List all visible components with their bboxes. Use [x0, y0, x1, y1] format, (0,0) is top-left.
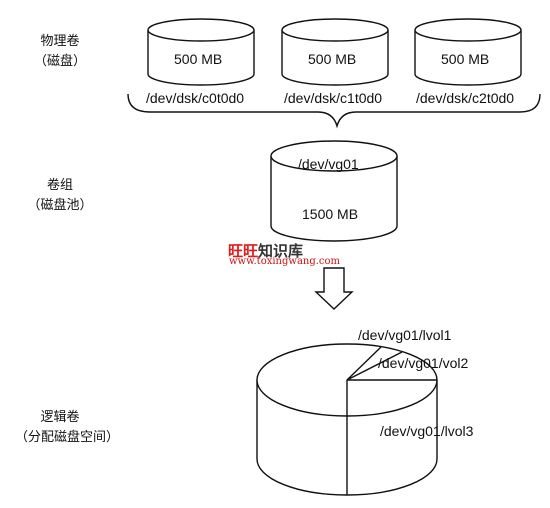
- watermark-brand-dark: 知识库: [258, 242, 304, 260]
- volume-group-name: /dev/vg01: [298, 156, 359, 172]
- disk-device-label-3: /dev/dsk/c2t0d0: [416, 90, 515, 106]
- volume-group-cylinder: [270, 140, 398, 242]
- volume-group-title: 卷组: [46, 178, 73, 193]
- watermark-brand-red: 旺旺: [228, 242, 259, 260]
- physical-volume-label: 物理卷 （磁盘）: [15, 32, 105, 72]
- logical-volume-cylinder: [256, 343, 438, 496]
- logical-volume-label-vol2: /dev/vg01/vol2: [378, 355, 469, 371]
- logical-volume-label-lvol1: /dev/vg01/lvol1: [358, 327, 452, 343]
- disk-cylinder-3: [414, 18, 522, 86]
- grouping-brace: [127, 93, 541, 129]
- logical-volume-label-lvol3: /dev/vg01/lvol3: [380, 423, 474, 439]
- physical-volume-subtitle: （磁盘）: [33, 54, 86, 69]
- logical-volume-subtitle: （分配磁盘空间）: [15, 430, 120, 445]
- disk-size-label-3: 500 MB: [441, 51, 490, 67]
- watermark-url: www.toxingwang.com: [229, 256, 341, 267]
- logical-volume-label: 逻辑卷 （分配磁盘空间）: [15, 408, 120, 448]
- volume-group-label: 卷组 （磁盘池）: [15, 176, 105, 216]
- pie-divider-vol2: [346, 351, 403, 381]
- down-arrow: [314, 267, 354, 310]
- logical-volume-title: 逻辑卷: [40, 410, 80, 425]
- disk-size-label-1: 500 MB: [174, 51, 223, 67]
- pie-divider-lvol1: [346, 346, 382, 381]
- disk-cylinder-2: [281, 18, 389, 86]
- disk-cylinder-1: [147, 18, 255, 86]
- physical-volume-title: 物理卷: [40, 34, 80, 49]
- disk-device-label-2: /dev/dsk/c1t0d0: [284, 90, 383, 106]
- disk-size-label-2: 500 MB: [308, 51, 357, 67]
- volume-group-subtitle: （磁盘池）: [27, 198, 93, 213]
- watermark-brand: 旺旺知识库: [228, 240, 303, 261]
- volume-group-size: 1500 MB: [302, 206, 359, 222]
- disk-device-label-1: /dev/dsk/c0t0d0: [146, 90, 245, 106]
